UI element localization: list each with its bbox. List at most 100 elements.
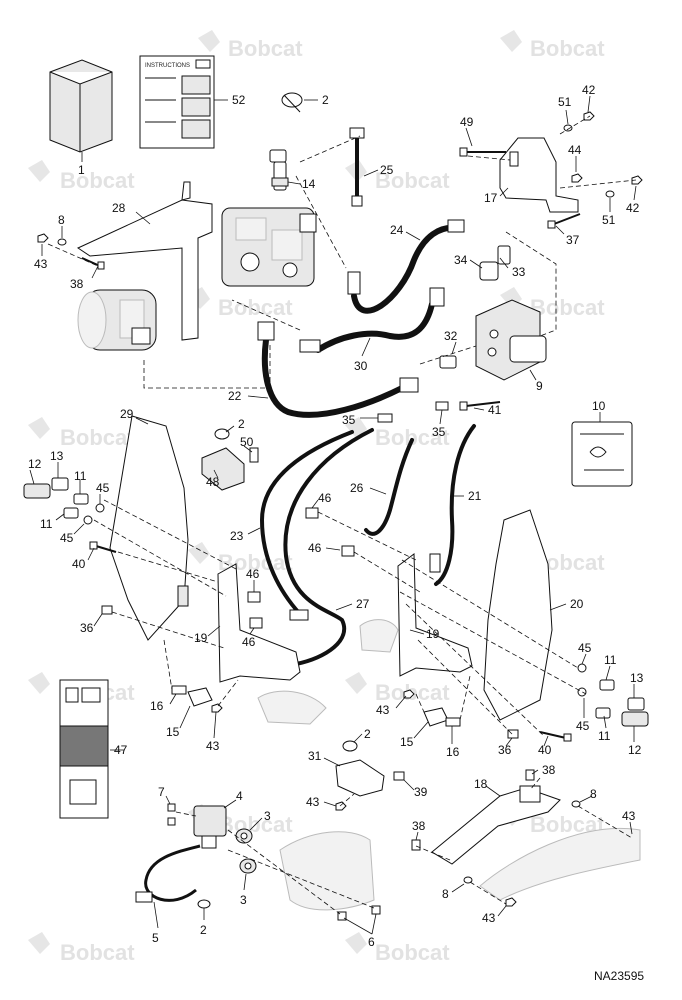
- svg-text:Bobcat: Bobcat: [218, 295, 293, 320]
- part-connector-4: [193, 805, 227, 849]
- part-tube-25: [349, 127, 365, 207]
- part-box: [49, 59, 113, 153]
- watermark-9: Bobcat: [188, 542, 293, 575]
- assembly-guide-lines: [47, 115, 637, 915]
- part-bracket-48: [201, 447, 245, 491]
- callout-43-right-clamp: 43: [376, 703, 390, 717]
- callout-45-right-bottom: 45: [576, 719, 590, 733]
- part-clamp-15b: [423, 707, 449, 727]
- callout-30: 30: [354, 359, 368, 373]
- callout-52: 52: [232, 93, 246, 107]
- callout-35-right: 35: [432, 425, 446, 439]
- part-bolt-38c: [411, 839, 421, 851]
- callout-51-bottom: 51: [602, 213, 616, 227]
- callout-15-right: 15: [400, 735, 414, 749]
- callout-43-right: 43: [622, 809, 636, 823]
- hose-22-fitting-right: [399, 377, 419, 393]
- callout-12-left: 12: [28, 457, 42, 471]
- part-bolt-50: [249, 447, 259, 463]
- part-bracket-18: [431, 785, 561, 865]
- hose-22-fitting-top: [257, 321, 275, 341]
- part-coupler-12b: [621, 711, 649, 727]
- part-fitting-46c: [247, 591, 261, 603]
- svg-text:Bobcat: Bobcat: [530, 36, 605, 61]
- hose-30-fitting-left: [299, 339, 321, 353]
- part-bolt-37: [547, 213, 581, 229]
- part-washer-45c: [577, 663, 587, 673]
- callout-17: 17: [484, 191, 498, 205]
- part-bolt-36a: [101, 605, 113, 615]
- part-bracket-17: [499, 137, 579, 213]
- part-washer-51a: [563, 124, 573, 132]
- part-nut-42b: [631, 175, 643, 185]
- part-fitting-46d: [249, 617, 263, 629]
- callout-34: 34: [454, 253, 468, 267]
- svg-text:Bobcat: Bobcat: [60, 940, 135, 965]
- callout-11-left-bottom: 11: [40, 517, 53, 531]
- part-washer-8b: [571, 800, 581, 808]
- callout-40-right: 40: [538, 743, 552, 757]
- hose-24: [351, 224, 459, 314]
- callout-22: 22: [228, 389, 242, 403]
- hose-22: [261, 337, 405, 418]
- callout-42-top: 42: [582, 83, 596, 97]
- part-bracket-19-left: [217, 563, 301, 683]
- callout-38-lower: 38: [412, 819, 426, 833]
- callout-2-cable-tie: 2: [322, 93, 329, 107]
- callout-43-left-clamp: 43: [206, 739, 220, 753]
- watermark-16: Bobcat: [345, 932, 450, 965]
- callout-1: 1: [78, 163, 85, 177]
- part-decal-10: [571, 421, 633, 487]
- part-fitting-46b: [341, 545, 355, 557]
- callout-48: 48: [206, 475, 220, 489]
- callout-46-lower: 46: [242, 635, 256, 649]
- part-nut-44: [571, 173, 583, 183]
- callout-12-right: 12: [628, 743, 642, 757]
- part-panel-20: [483, 509, 553, 721]
- callout-19-right: 19: [426, 627, 440, 641]
- callout-27: 27: [356, 597, 370, 611]
- watermark-12: Bobcat: [345, 672, 450, 705]
- part-nut-43c: [403, 689, 415, 699]
- hose-30-fitting-right: [429, 287, 445, 307]
- part-harness-plug: [135, 891, 153, 903]
- part-washer-45a: [95, 503, 105, 513]
- callout-9: 9: [536, 379, 543, 393]
- watermark-15: Bobcat: [28, 932, 135, 965]
- part-hydraulic-pump-rear: [77, 289, 157, 351]
- svg-text:Bobcat: Bobcat: [375, 940, 450, 965]
- part-nut-43f: [505, 897, 517, 907]
- part-elbow-fitting-14: [269, 149, 289, 191]
- callout-3-bottom: 3: [240, 893, 247, 907]
- part-coupler-13b: [627, 697, 645, 711]
- part-clamp-15a: [187, 687, 213, 707]
- callout-labels: 1 52 2 25 14 49 51 42 44 17 51 42 37 28 …: [28, 83, 644, 949]
- callout-25: 25: [380, 163, 394, 177]
- callout-13-right: 13: [630, 671, 644, 685]
- part-grommet-3b: [239, 858, 257, 874]
- svg-text:Bobcat: Bobcat: [60, 425, 135, 450]
- part-washer-8a: [57, 238, 67, 246]
- callout-4: 4: [236, 789, 243, 803]
- callout-36-left: 36: [80, 621, 94, 635]
- hose-23-fitting: [289, 609, 309, 621]
- callout-46-middle: 46: [308, 541, 322, 555]
- callout-24: 24: [390, 223, 404, 237]
- part-adapter-11d: [595, 707, 611, 719]
- part-bolt-41: [459, 401, 501, 411]
- callout-2-clamp: 2: [238, 417, 245, 431]
- callout-11-right-bottom: 11: [598, 729, 611, 743]
- callout-31: 31: [308, 749, 322, 763]
- part-nut-42a: [583, 111, 595, 121]
- part-bolt-38a: [81, 257, 105, 270]
- svg-text:Bobcat: Bobcat: [375, 425, 450, 450]
- callout-19-left: 19: [194, 631, 208, 645]
- callout-11-left-top: 11: [74, 469, 87, 483]
- callout-45-left-top: 45: [96, 481, 110, 495]
- watermark-1: Bobcat: [198, 30, 303, 61]
- part-coupler-12a: [23, 483, 51, 499]
- part-decal-47: [59, 679, 109, 819]
- part-fitting-32: [439, 355, 457, 369]
- callout-51-top: 51: [558, 95, 572, 109]
- part-nut-43a: [37, 233, 49, 243]
